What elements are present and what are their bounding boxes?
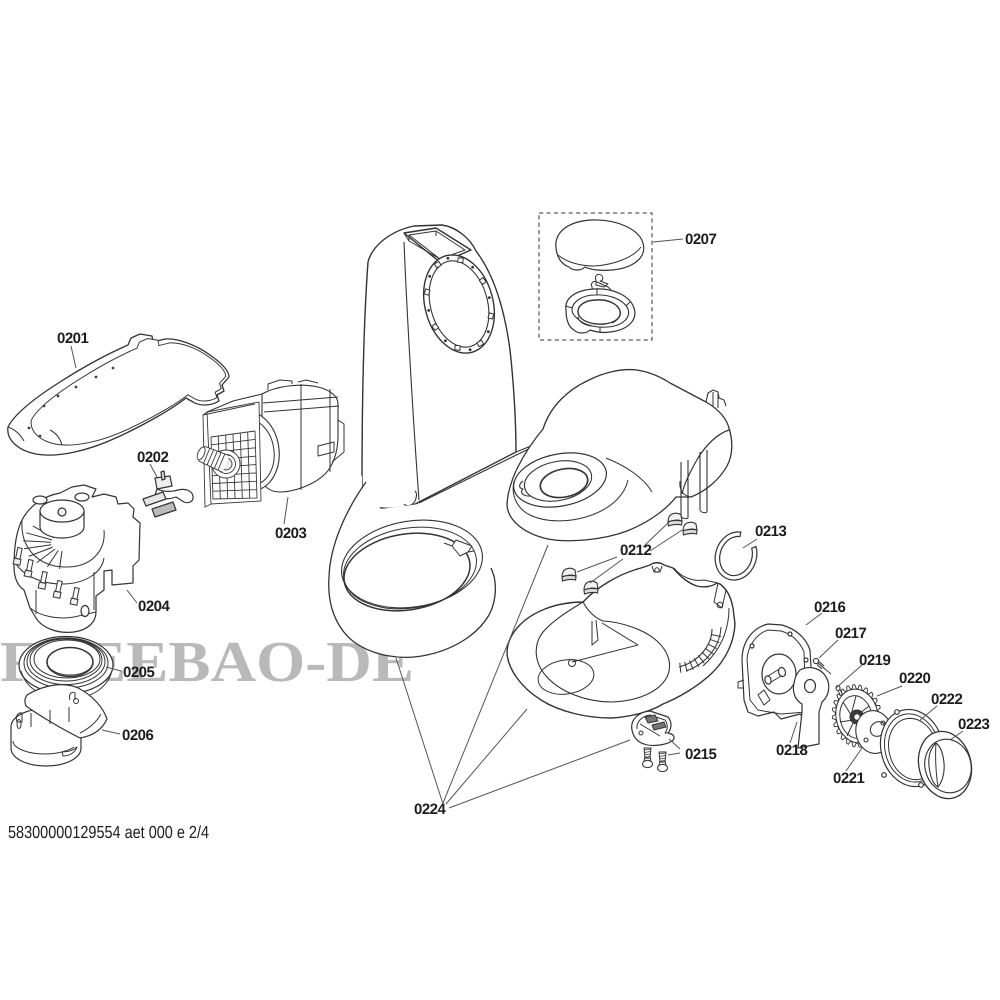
svg-text:0207: 0207: [685, 231, 717, 248]
svg-text:0205: 0205: [123, 664, 155, 681]
svg-text:0213: 0213: [755, 523, 787, 540]
svg-text:0218: 0218: [776, 742, 808, 759]
svg-text:0201: 0201: [57, 330, 89, 347]
svg-text:0212: 0212: [620, 542, 652, 559]
svg-text:0222: 0222: [931, 691, 963, 708]
svg-text:0220: 0220: [899, 670, 931, 687]
svg-text:0215: 0215: [685, 746, 717, 763]
svg-text:0203: 0203: [275, 525, 307, 542]
svg-text:58300000129554 aet 000 e 2/4: 58300000129554 aet 000 e 2/4: [8, 822, 209, 842]
svg-text:0221: 0221: [833, 770, 865, 787]
svg-text:0202: 0202: [137, 449, 169, 466]
svg-text:0206: 0206: [122, 727, 154, 744]
svg-text:0204: 0204: [138, 598, 171, 615]
svg-text:0223: 0223: [958, 716, 990, 733]
svg-text:0219: 0219: [859, 652, 891, 669]
svg-text:0216: 0216: [814, 599, 846, 616]
svg-text:0217: 0217: [835, 625, 867, 642]
svg-text:0224: 0224: [414, 801, 447, 818]
